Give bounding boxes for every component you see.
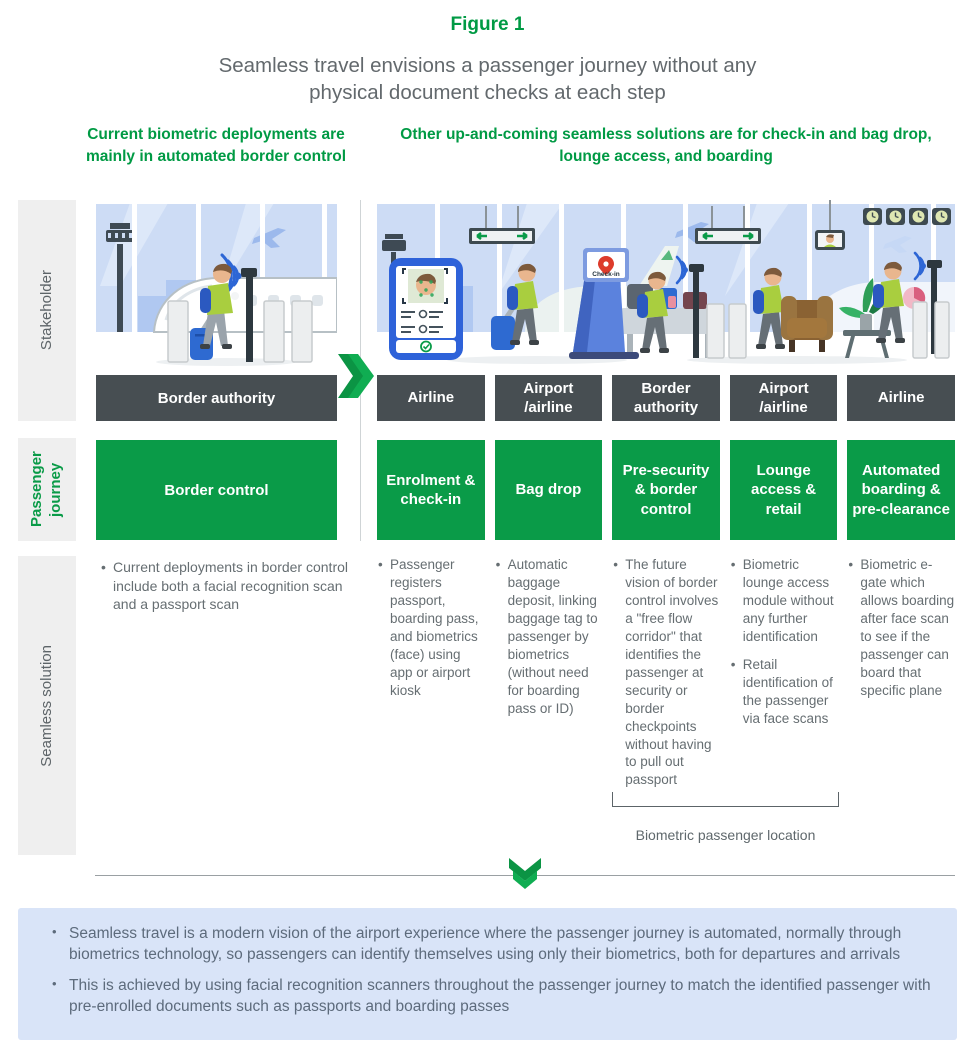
- biometric-location-bracket: [612, 792, 839, 807]
- chevron-right-icon: [338, 354, 374, 398]
- figure-title: Seamless travel envisions a passenger jo…: [218, 54, 757, 105]
- row-label-seamless-solution: Seamless solution: [18, 556, 76, 855]
- plane-icon: [675, 222, 709, 242]
- journey-box-border-control: Border control: [96, 440, 337, 540]
- summary-bullet: Seamless travel is a modern vision of th…: [50, 923, 931, 966]
- solution-column-1: Automatic baggage deposit, linking bagga…: [495, 556, 603, 728]
- solution-bullet: Biometric e-gate which allows boarding a…: [847, 556, 955, 700]
- solution-bullet: Passenger registers passport, boarding p…: [377, 556, 485, 700]
- journey-box-0: Enrolment & check-in: [377, 440, 485, 540]
- summary-bullet: This is achieved by using facial recogni…: [50, 975, 931, 1018]
- solution-bullet: Biometric lounge access module without a…: [730, 556, 838, 646]
- stakeholder-box-3: Airport /airline: [729, 375, 838, 421]
- control-tower-icon: [106, 223, 134, 332]
- solution-column-4: Biometric e-gate which allows boarding a…: [847, 556, 955, 710]
- stakeholder-box-2: Border authority: [612, 375, 720, 421]
- lounge-scene: [753, 267, 891, 358]
- solution-bullet: The future vision of border control invo…: [612, 556, 720, 789]
- enrolment-phone-icon: [389, 258, 463, 360]
- stakeholder-box-0: Airline: [377, 375, 485, 421]
- seamless-journey-illustration: Check-in: [377, 200, 955, 368]
- section-header-right: Other up-and-coming seamless solutions a…: [400, 126, 932, 165]
- boarding-scene: [873, 251, 950, 359]
- armchair-icon: [781, 296, 833, 352]
- security-passenger: [637, 255, 747, 360]
- stakeholder-box-4: Airline: [847, 375, 955, 421]
- checkin-kiosk-icon: Check-in: [569, 248, 720, 359]
- passenger-figure: [190, 263, 239, 360]
- solution-row: Passenger registers passport, boarding p…: [377, 556, 955, 799]
- row-label-passenger-journey: Passenger journey: [18, 438, 76, 541]
- chevron-down-icon: [509, 858, 541, 889]
- plane-icon-small: [883, 236, 912, 253]
- solution-bullet: Current deployments in border control in…: [100, 558, 350, 614]
- journey-box-2: Pre-security & border control: [612, 440, 720, 540]
- row-label-stakeholder: Stakeholder: [18, 200, 76, 421]
- journey-box-3: Lounge access & retail: [729, 440, 838, 540]
- figure-number: Figure 1: [450, 14, 525, 35]
- section-header-left: Current biometric deployments are mainly…: [85, 126, 347, 165]
- journey-box-4: Automated boarding & pre-clearance: [847, 440, 955, 540]
- solution-column-2: The future vision of border control invo…: [612, 556, 720, 799]
- solution-bullet: Retail identification of the passenger v…: [730, 656, 838, 728]
- plane-icon: [252, 228, 286, 248]
- airport-scene-left: [96, 200, 337, 366]
- solution-column-0: Passenger registers passport, boarding p…: [377, 556, 485, 710]
- journey-box-1: Bag drop: [494, 440, 603, 540]
- face-monitor-icon: [815, 200, 845, 250]
- border-control-illustration: [96, 200, 337, 368]
- solution-bullet: Automatic baggage deposit, linking bagga…: [495, 556, 603, 718]
- solution-column-3: Biometric lounge access module without a…: [730, 556, 838, 738]
- stakeholder-box-1: Airport /airline: [494, 375, 603, 421]
- solution-column-border-control: Current deployments in border control in…: [100, 558, 350, 624]
- stakeholder-box-border-authority: Border authority: [96, 375, 337, 421]
- egate-pillars: [167, 300, 313, 363]
- checkin-passenger: [491, 263, 539, 350]
- biometric-scanner-post: [241, 268, 257, 362]
- summary-callout: Seamless travel is a modern vision of th…: [18, 908, 957, 1040]
- airport-scene-right: Check-in: [377, 200, 955, 364]
- kiosk-label: Check-in: [592, 271, 619, 278]
- bracket-label: Biometric passenger location: [635, 827, 816, 843]
